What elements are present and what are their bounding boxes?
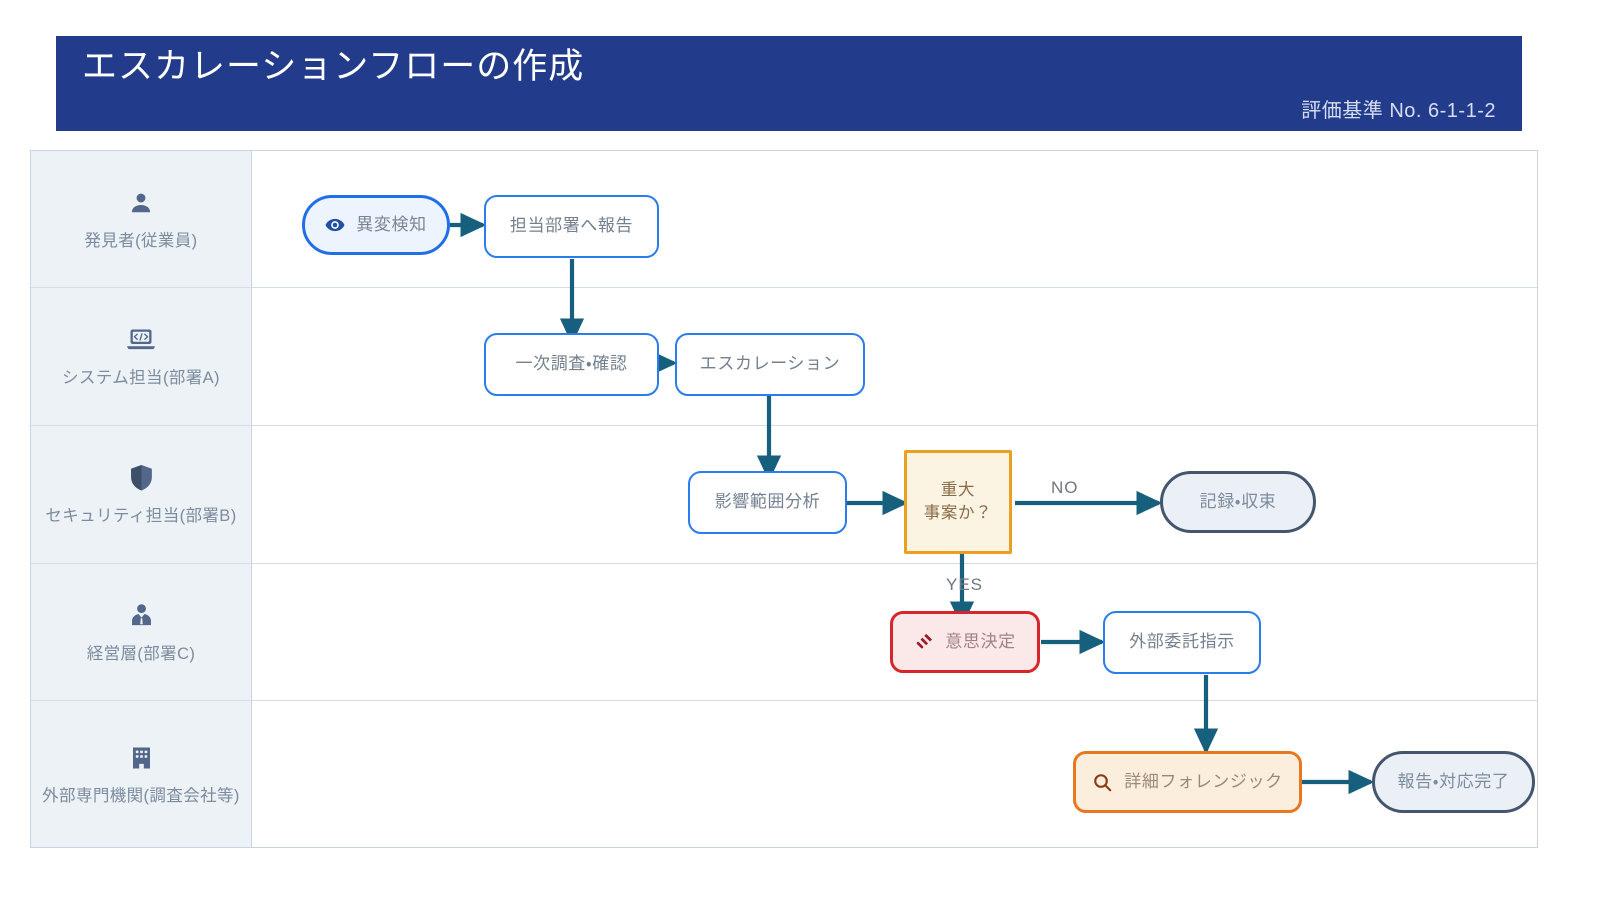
- lane-header-discoverer[interactable]: 発見者(従業員): [31, 151, 252, 287]
- lane-row-security: セキュリティ担当(部署B): [31, 426, 1537, 564]
- node-complete[interactable]: 報告・対応完了: [1372, 751, 1535, 813]
- node-label: 担当部署へ報告: [509, 216, 634, 236]
- node-escalate[interactable]: エスカレーション: [675, 333, 865, 396]
- edge-label-yes: YES: [946, 575, 984, 594]
- lane-row-system: システム担当(部署A): [31, 288, 1537, 426]
- lane-label: システム担当(部署A): [62, 369, 220, 387]
- node-label-line1: 重大: [940, 480, 976, 499]
- node-label: 記録・収束: [1199, 491, 1277, 511]
- lane-row-management: 経営層(部署C): [31, 564, 1537, 701]
- node-outsource[interactable]: 外部委託指示: [1103, 611, 1261, 674]
- node-triage[interactable]: 一次調査・確認: [484, 333, 659, 396]
- node-label: 影響範囲分析: [714, 492, 821, 512]
- lane-header-external[interactable]: 外部専門機関(調査会社等): [31, 701, 252, 847]
- gavel-icon: [914, 632, 934, 652]
- node-label: 詳細フォレンジック: [1124, 771, 1283, 791]
- node-report[interactable]: 担当部署へ報告: [484, 195, 659, 258]
- swimlane-diagram: 発見者(従業員) システム担当(部署A) セキュ: [30, 150, 1538, 848]
- header-subtitle: 評価基準 No. 6-1-1-2: [1301, 100, 1496, 122]
- eye-icon: [325, 215, 345, 235]
- lane-header-management[interactable]: 経営層(部署C): [31, 564, 252, 700]
- shield-icon: [129, 463, 154, 493]
- lane-label: セキュリティ担当(部署B): [45, 507, 237, 525]
- lane-row-external: 外部専門機関(調査会社等): [31, 701, 1537, 847]
- node-label-line2: 事案か？: [923, 504, 993, 522]
- node-detect[interactable]: 異変検知: [302, 195, 450, 255]
- lane-label: 経営層(部署C): [86, 644, 196, 663]
- lane-header-security[interactable]: セキュリティ担当(部署B): [31, 426, 252, 563]
- laptop-code-icon: [126, 325, 156, 355]
- node-judgement[interactable]: 意思決定: [890, 611, 1040, 673]
- lane-label: 外部専門機関(調査会社等): [42, 786, 240, 805]
- node-forensic[interactable]: 詳細フォレンジック: [1073, 751, 1302, 813]
- node-impact[interactable]: 影響範囲分析: [688, 471, 847, 534]
- lane-row-discoverer: 発見者(従業員): [31, 151, 1537, 288]
- header-bar: エスカレーションフローの作成 評価基準 No. 6-1-1-2: [56, 36, 1522, 131]
- lane-header-system[interactable]: システム担当(部署A): [31, 288, 252, 425]
- edge-label-no: NO: [1051, 478, 1079, 497]
- node-label: 一次調査・確認: [515, 354, 628, 374]
- page-title: エスカレーションフローの作成: [82, 47, 585, 86]
- node-decision[interactable]: 重大 事案か？: [904, 450, 1012, 554]
- user-icon: [128, 188, 154, 218]
- lane-label: 発見者(従業員): [84, 231, 198, 250]
- node-label: 外部委託指示: [1129, 632, 1235, 652]
- node-label: 意思決定: [945, 631, 1016, 651]
- search-icon: [1092, 772, 1113, 793]
- node-label: エスカレーション: [699, 354, 841, 374]
- node-record[interactable]: 記録・収束: [1160, 471, 1316, 533]
- node-label: 異変検知: [356, 214, 427, 234]
- building-icon: [129, 743, 154, 773]
- node-label: 報告・対応完了: [1397, 771, 1510, 791]
- user-tie-icon: [128, 601, 155, 631]
